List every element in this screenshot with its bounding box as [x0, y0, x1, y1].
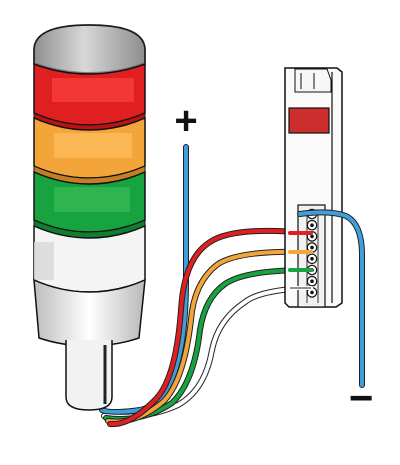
negative-terminal-label: −	[349, 374, 374, 421]
amber-light-highlight	[54, 133, 132, 158]
positive-terminal-label: +	[174, 99, 197, 143]
minus-wire	[298, 210, 364, 387]
amber-wire	[106, 249, 310, 424]
green-light-highlight	[54, 187, 130, 212]
red-wire	[108, 228, 310, 427]
terminal-screw-slot	[310, 245, 314, 250]
module-status-indicator	[288, 107, 330, 134]
red-light-highlight	[52, 78, 134, 102]
tower-cap	[33, 24, 146, 75]
tower-post	[65, 340, 113, 411]
terminal-wire-ends	[288, 209, 365, 388]
green-wire	[104, 268, 310, 421]
signal-tower	[33, 24, 146, 411]
module-top-detail	[294, 68, 332, 93]
terminal-screw-slot	[310, 234, 314, 239]
terminal-screw-slot	[310, 257, 314, 261]
terminal-screw-slot	[310, 279, 314, 284]
terminal-screw-slot	[310, 290, 314, 295]
wire-bundle	[99, 144, 311, 428]
terminal-screw-slot	[310, 223, 314, 227]
terminal-module	[284, 67, 343, 308]
white-light-shadow	[34, 242, 54, 280]
